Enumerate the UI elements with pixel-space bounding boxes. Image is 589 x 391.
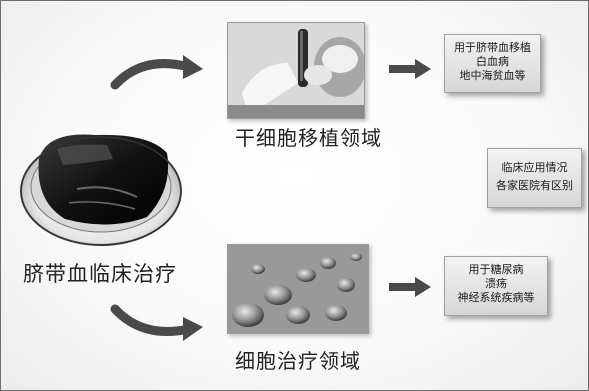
stem-cell-caption: 干细胞移植领域 <box>235 126 382 150</box>
cell-therapy-notes: 用于糖尿病 溃疡 神经系统疾病等 <box>444 256 548 316</box>
note-line: 用于糖尿病 <box>468 263 524 276</box>
stem-cell-lab-photo <box>227 22 365 119</box>
arrow-right-bottom-icon <box>387 275 433 299</box>
note-line: 神经系统疾病等 <box>457 291 535 304</box>
note-line: 临床应用情况 <box>501 161 568 174</box>
note-line: 白血病 <box>476 55 509 68</box>
curved-arrow-top-icon <box>109 49 205 91</box>
curved-arrow-bottom-icon <box>109 301 205 345</box>
center-label: 脐带血临床治疗 <box>23 262 177 286</box>
note-line: 各家医院有区别 <box>496 179 573 192</box>
clinical-application-note: 临床应用情况 各家医院有区别 <box>487 148 582 208</box>
arrow-right-top-icon <box>387 57 433 81</box>
cord-blood-dish-image <box>17 119 185 249</box>
note-line: 地中海贫血等 <box>459 69 526 82</box>
note-line: 用于脐带血移植 <box>454 41 531 54</box>
cell-therapy-photo <box>227 244 369 334</box>
stem-cell-notes: 用于脐带血移植 白血病 地中海贫血等 <box>444 34 541 93</box>
note-line: 溃疡 <box>485 277 507 290</box>
cell-therapy-caption: 细胞治疗领域 <box>235 349 361 373</box>
